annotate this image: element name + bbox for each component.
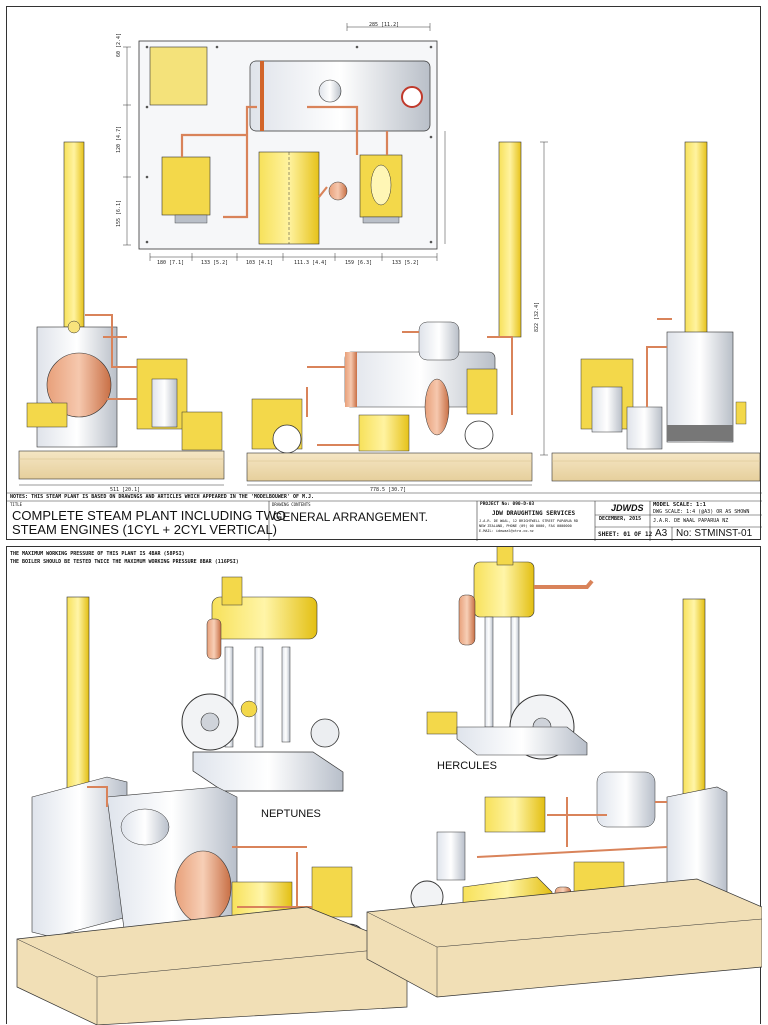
dim-label: 120 [4.7]	[116, 125, 122, 153]
drawing-title-line2: STEAM ENGINES (1CYL + 2CYL VERTICAL)	[12, 522, 278, 537]
plan-view	[138, 40, 438, 250]
drawn-by: J.A.R. DE WAAL PAPARUA NZ	[653, 518, 729, 524]
right-steam-plant-iso	[366, 598, 762, 998]
title-label: TITLE	[10, 502, 23, 507]
company-name: JDW DRAUGHTING SERVICES	[492, 510, 576, 517]
title-block-frame	[7, 492, 762, 541]
paper-size: A3	[655, 528, 668, 539]
address-line: E-MAIL: idewaal@xtra.co.nz	[479, 529, 534, 533]
dim-label: 159 [6.3]	[345, 260, 373, 266]
left-steam-plant-iso	[16, 596, 408, 1025]
pressure-warning-line2: THE BOILER SHOULD BE TESTED TWICE THE MA…	[10, 559, 239, 565]
project-number: PROJECT No: 090-D-03	[480, 502, 535, 507]
dim-label: 111.3 [4.4]	[294, 260, 328, 266]
dim-label: 778.5 [30.7]	[370, 487, 407, 493]
dim-label: 133 [5.2]	[392, 260, 420, 266]
label-neptunes: NEPTUNES	[261, 808, 321, 820]
general-arrangement-drawing	[7, 23, 762, 541]
drawing-sheet-general-arrangement: 285 [11.2] 60 [2.4] 120 [4.7] 155 [6.1] …	[6, 6, 762, 541]
dim-label: 285 [11.2]	[369, 22, 400, 28]
company-logo-text: JDWDS	[611, 503, 644, 513]
drawing-title-line1: COMPLETE STEAM PLANT INCLUDING TWO	[12, 508, 287, 523]
label-hercules: HERCULES	[437, 760, 497, 772]
hercules-engine	[426, 547, 594, 760]
address-line: J.A.R. DE WAAL, 12 BRIGHTWELL STREET PAP…	[479, 519, 579, 523]
plan-dimension-lines	[123, 23, 446, 261]
address-line: NEW ZEALAND, PHONE (09) 00 0000, FAX 000…	[479, 524, 572, 528]
dim-label: 180 [7.1]	[157, 260, 185, 266]
neptunes-engine	[181, 576, 344, 792]
drawing-contents: GENERAL ARRANGEMENT.	[273, 510, 428, 524]
sheet-number: SHEET: 01 OF 12	[598, 531, 653, 538]
right-elevation	[551, 141, 761, 482]
front-elevation	[19, 141, 548, 486]
left-elevation	[18, 141, 225, 480]
model-scale: MODEL SCALE: 1:1	[653, 502, 706, 508]
drawing-sheet-isometric: THE MAXIMUM WORKING PRESSURE OF THIS PLA…	[6, 546, 762, 1025]
dim-label: 133 [5.2]	[201, 260, 229, 266]
notes-text: NOTES: THIS STEAM PLANT IS BASED ON DRAW…	[10, 494, 315, 500]
dim-label: 155 [6.1]	[116, 199, 122, 227]
dim-label: 60 [2.4]	[116, 32, 122, 57]
drawing-number: No: STMINST-01	[676, 528, 753, 539]
dim-label: 822 [32.4]	[534, 301, 540, 332]
isometric-views-drawing	[16, 547, 762, 1025]
drawing-date: DECEMBER, 2015	[599, 516, 642, 522]
dim-label: 103 [4.1]	[246, 260, 274, 266]
dim-label: 511 [20.1]	[110, 487, 141, 493]
drawing-scale: DWG SCALE: 1:4 (@A3) OR AS SHOWN	[653, 509, 750, 515]
pressure-warning-line1: THE MAXIMUM WORKING PRESSURE OF THIS PLA…	[10, 551, 185, 557]
drawing-contents-label: DRAWING CONTENTS	[272, 502, 311, 507]
